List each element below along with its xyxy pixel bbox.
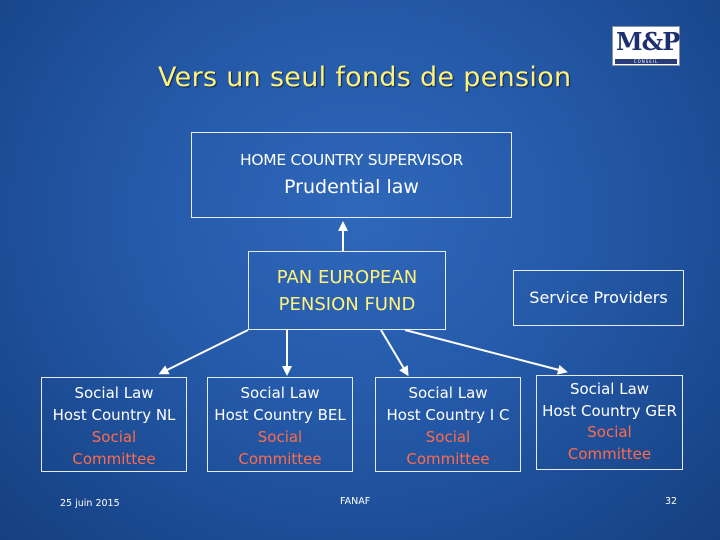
logo-mark: M&P [616, 27, 680, 56]
home-country-supervisor-box: HOME COUNTRY SUPERVISOR Prudential law [191, 132, 512, 218]
social-law-label: Social Law [74, 384, 154, 402]
host-country-label: Host Country GER [542, 402, 677, 420]
host-country-label: Host Country BEL [214, 406, 346, 424]
supervisor-title: HOME COUNTRY SUPERVISOR [240, 151, 463, 169]
social-label: Social [587, 423, 632, 441]
host-country-label: Host Country I C [386, 406, 510, 424]
logo-subtext: CONSEIL [615, 59, 677, 64]
arrow-fund-to-ger [404, 329, 568, 375]
fund-line-1: PAN EUROPEAN [276, 267, 418, 288]
social-box-ic: Social Law Host Country I C Social Commi… [375, 377, 521, 472]
social-law-label: Social Law [569, 380, 650, 398]
social-law-label: Social Law [240, 384, 320, 402]
footer-center: FANAF [340, 496, 371, 507]
slide-title: Vers un seul fonds de pension [158, 62, 572, 93]
committee-label: Committee [567, 445, 652, 463]
pension-fund-box: PAN EUROPEAN PENSION FUND [248, 251, 446, 330]
social-label: Social [257, 428, 303, 446]
committee-label: Committee [406, 450, 490, 468]
company-logo: M&P CONSEIL [612, 26, 680, 66]
service-providers-box: Service Providers [513, 270, 684, 326]
committee-label: Committee [72, 450, 156, 468]
social-box-ger: Social Law Host Country GER Social Commi… [536, 375, 683, 470]
social-box-nl: Social Law Host Country NL Social Commit… [41, 377, 187, 472]
footer-date: 25 juin 2015 [60, 498, 120, 509]
social-label: Social [425, 428, 471, 446]
service-providers-label: Service Providers [529, 288, 668, 307]
slide-number: 32 [665, 496, 678, 507]
fund-line-2: PENSION FUND [278, 294, 416, 315]
supervisor-subtitle: Prudential law [284, 176, 419, 198]
host-country-label: Host Country NL [52, 406, 176, 424]
arrow-fund-to-ic [380, 329, 409, 377]
social-box-bel: Social Law Host Country BEL Social Commi… [207, 377, 353, 472]
social-law-label: Social Law [408, 384, 488, 402]
arrow-fund-to-nl [158, 329, 249, 375]
social-label: Social [91, 428, 137, 446]
committee-label: Committee [238, 450, 322, 468]
